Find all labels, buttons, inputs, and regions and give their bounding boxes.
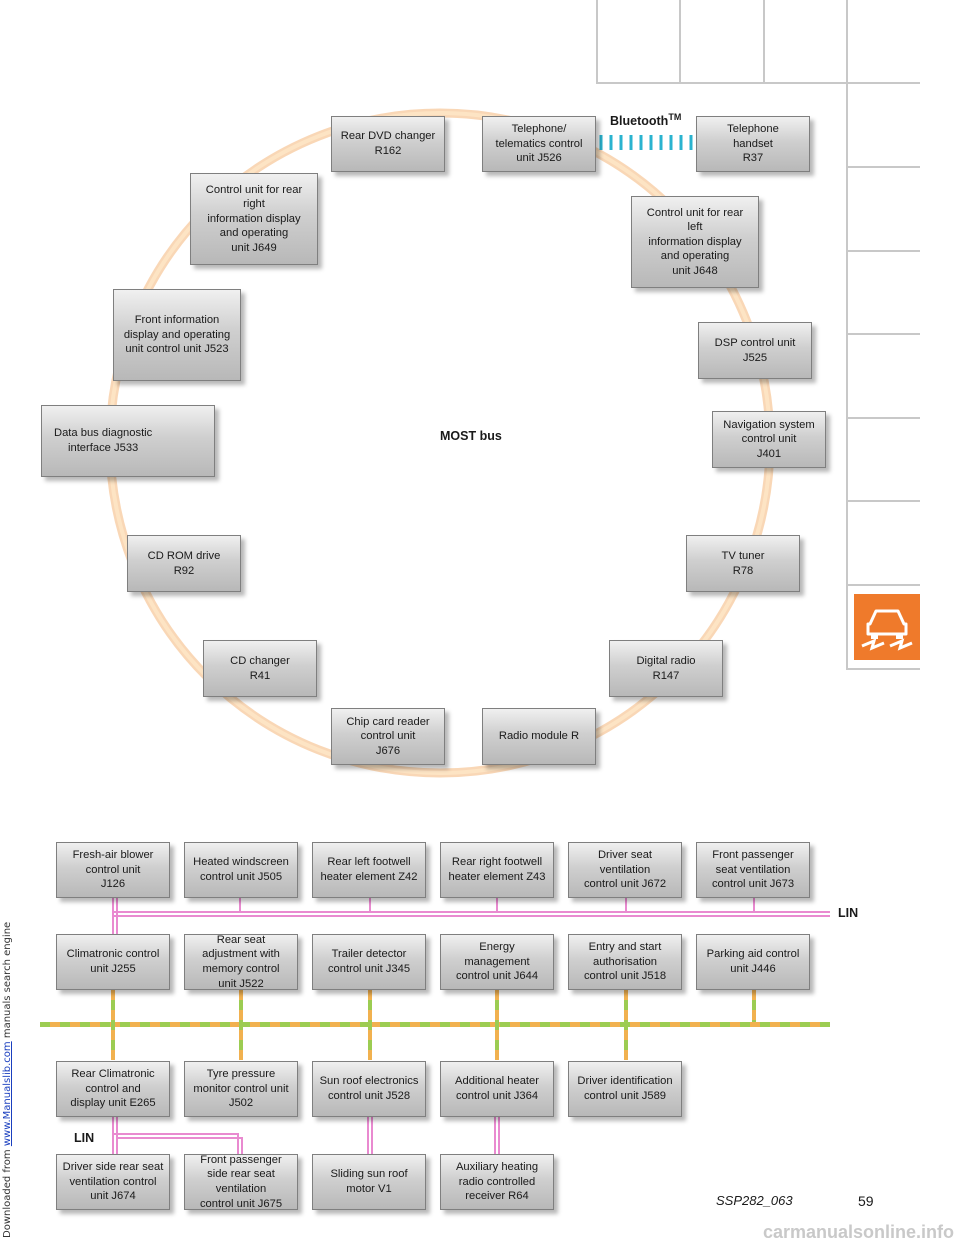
node-sun-roof-electronics: Sun roof electronics control unit J528 — [312, 1061, 426, 1117]
can-comfort-bus — [40, 990, 830, 1060]
car-skid-icon — [854, 594, 920, 660]
node-rear-seat-adjustment: Rear seat adjustment with memory control… — [184, 934, 298, 990]
lin-bus-bottom — [112, 1117, 500, 1154]
node-additional-heater: Additional heater control unit J364 — [440, 1061, 554, 1117]
node-rear-left-footwell: Rear left footwell heater element Z42 — [312, 842, 426, 898]
node-auxiliary-heating-receiver: Auxiliary heating radio controlled recei… — [440, 1154, 554, 1210]
node-passenger-rear-seat-ventilation: Front passenger side rear seat ventilati… — [184, 1154, 298, 1210]
page-number: 59 — [858, 1193, 874, 1209]
lin-label-bottom: LIN — [74, 1131, 95, 1145]
bluetooth-label: BluetoothTM — [610, 112, 682, 129]
node-rear-climatronic: Rear Climatronic control and display uni… — [56, 1061, 170, 1117]
node-chip-card-reader: Chip card reader control unit J676 — [331, 708, 445, 765]
node-data-bus-diagnostic: Data bus diagnostic interface J533 — [41, 405, 215, 477]
node-tv-tuner: TV tuner R78 — [686, 535, 800, 592]
node-telephone-handset: Telephone handset R37 — [696, 116, 810, 172]
node-climatronic: Climatronic control unit J255 — [56, 934, 170, 990]
node-heated-windscreen: Heated windscreen control unit J505 — [184, 842, 298, 898]
node-parking-aid: Parking aid control unit J446 — [696, 934, 810, 990]
node-driver-rear-seat-ventilation: Driver side rear seat ventilation contro… — [56, 1154, 170, 1210]
node-rear-right-info-display: Control unit for rear right information … — [190, 173, 318, 265]
node-trailer-detector: Trailer detector control unit J345 — [312, 934, 426, 990]
node-telephone-telematics: Telephone/ telematics control unit J526 — [482, 116, 596, 172]
node-rear-left-info-display: Control unit for rear left information d… — [631, 196, 759, 288]
node-cd-changer: CD changer R41 — [203, 640, 317, 697]
lin-bus-top — [112, 898, 830, 935]
watermark: carmanualsonline.info — [762, 1222, 954, 1242]
node-tyre-pressure: Tyre pressure monitor control unit J502 — [184, 1061, 298, 1117]
node-entry-start-authorisation: Entry and start authorisation control un… — [568, 934, 682, 990]
most-bus-label: MOST bus — [440, 429, 502, 443]
bluetooth-link — [599, 135, 693, 150]
lin-label-top: LIN — [838, 906, 859, 920]
node-navigation-system: Navigation system control unit J401 — [712, 411, 826, 468]
node-radio-module: Radio module R — [482, 708, 596, 765]
node-sliding-sun-roof-motor: Sliding sun roof motor V1 — [312, 1154, 426, 1210]
node-dsp-control: DSP control unit J525 — [698, 322, 812, 379]
node-driver-identification: Driver identification control unit J589 — [568, 1061, 682, 1117]
node-front-passenger-seat-ventilation: Front passenger seat ventilation control… — [696, 842, 810, 898]
node-front-info-display: Front information display and operating … — [113, 289, 241, 381]
figure-id: SSP282_063 — [716, 1193, 793, 1208]
node-rear-right-footwell: Rear right footwell heater element Z43 — [440, 842, 554, 898]
node-rear-dvd-changer: Rear DVD changer R162 — [331, 116, 445, 172]
node-digital-radio: Digital radio R147 — [609, 640, 723, 697]
node-cd-rom-drive: CD ROM drive R92 — [127, 535, 241, 592]
node-fresh-air-blower: Fresh-air blower control unit J126 — [56, 842, 170, 898]
node-driver-seat-ventilation: Driver seat ventilation control unit J67… — [568, 842, 682, 898]
node-energy-management: Energy management control unit J644 — [440, 934, 554, 990]
